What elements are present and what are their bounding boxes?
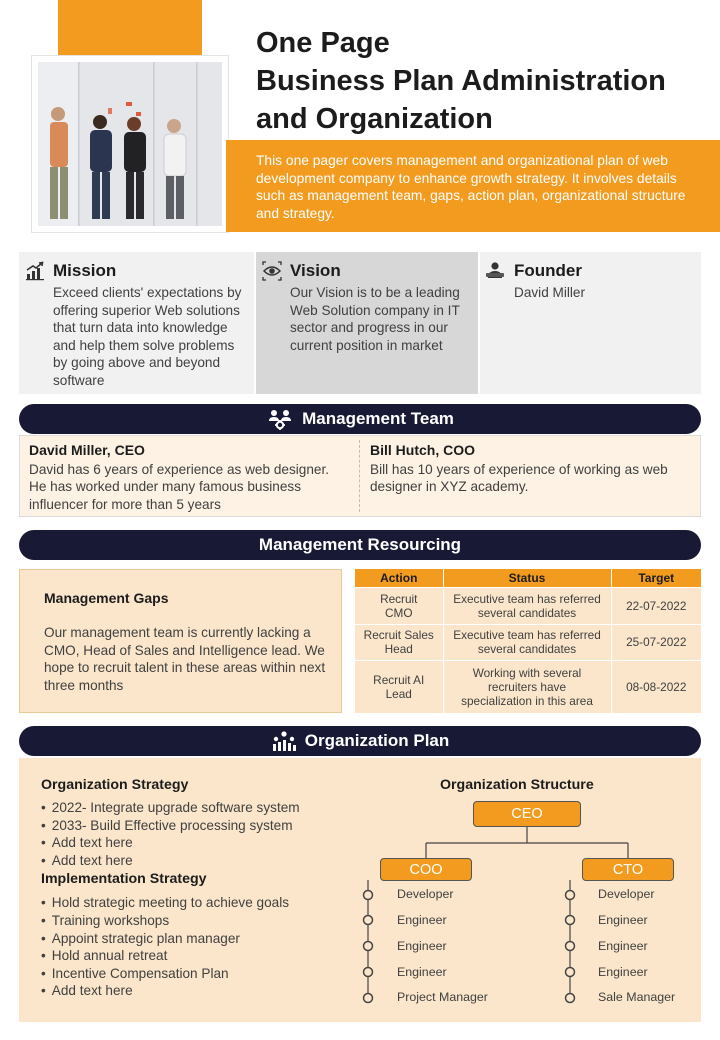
organization-plan-title: Organization Plan (304, 731, 450, 750)
status-cell: Executive team has referred several cand… (443, 586, 612, 624)
page-title: One Page Business Plan Administration an… (256, 24, 706, 138)
organization-plan-bar: Organization Plan (19, 726, 701, 756)
cto-report: Engineer (598, 939, 648, 953)
status-cell: Executive team has referred several cand… (443, 623, 612, 660)
cto-report: Sale Manager (598, 990, 676, 1004)
strategy-heading: Organization Strategy (41, 777, 189, 793)
coo-report: Project Manager (397, 990, 488, 1004)
member-bio: Bill has 10 years of experience of worki… (370, 461, 668, 495)
team-member: David Miller, CEO David has 6 years of e… (29, 442, 349, 513)
action-cell: Recruit CMO (355, 586, 444, 624)
intro-box: This one pager covers management and org… (226, 140, 720, 232)
team-people-icon (269, 410, 292, 430)
management-resourcing-title: Management Resourcing (258, 535, 462, 554)
list-item: Hold strategic meeting to achieve goals (41, 894, 361, 912)
strategy-list: 2022- Integrate upgrade software system … (41, 799, 361, 869)
list-item: Training workshops (41, 912, 361, 930)
vision-heading: Vision (290, 261, 341, 280)
team-photo (32, 56, 228, 232)
target-cell: 25-07-2022 (611, 623, 701, 660)
founder-panel: Founder David Miller (480, 252, 701, 394)
title-line-2: Business Plan Administration (256, 65, 666, 97)
coo-node: COO (380, 858, 472, 881)
team-member: Bill Hutch, COO Bill has 10 years of exp… (370, 442, 696, 496)
member-name: David Miller, CEO (29, 442, 145, 458)
list-item: Appoint strategic plan manager (41, 930, 361, 948)
list-item: Incentive Compensation Plan (41, 965, 361, 983)
cto-report: Engineer (598, 913, 648, 927)
cto-node: CTO (582, 858, 674, 881)
list-item: Hold annual retreat (41, 947, 361, 965)
management-team-bar: Management Team (19, 404, 701, 434)
header-accent-block (58, 0, 202, 58)
coo-report: Developer (397, 887, 454, 901)
vision-eye-icon (262, 261, 282, 281)
implementation-list: Hold strategic meeting to achieve goals … (41, 894, 361, 1000)
title-line-3: and Organization (256, 103, 493, 135)
list-item: Add text here (41, 982, 361, 1000)
intro-text: This one pager covers management and org… (256, 153, 686, 221)
list-item: Add text here (41, 834, 361, 852)
growth-chart-icon (25, 261, 45, 281)
action-cell: Recruit Sales Head (355, 623, 444, 660)
member-bio: David has 6 years of experience as web d… (29, 461, 329, 512)
target-cell: 22-07-2022 (611, 586, 701, 624)
founder-person-icon (485, 261, 505, 281)
mission-text: Exceed clients' expectations by offering… (53, 285, 242, 388)
structure-heading: Organization Structure (440, 777, 594, 793)
team-divider (359, 440, 360, 512)
resourcing-table: Action Status Target Recruit CMO Executi… (355, 569, 701, 713)
management-team-box: David Miller, CEO David has 6 years of e… (19, 435, 701, 517)
coo-report: Engineer (397, 939, 447, 953)
table-row: Recruit Sales Head Executive team has re… (355, 623, 701, 660)
cto-report: Engineer (598, 965, 648, 979)
gaps-text: Our management team is currently lacking… (44, 625, 326, 693)
org-plan-icon (272, 731, 296, 751)
action-cell: Recruit AI Lead (355, 659, 444, 713)
founder-name: David Miller (514, 285, 586, 300)
column-header-action: Action (355, 569, 444, 587)
status-cell: Working with several recruiters have spe… (443, 659, 612, 713)
implementation-heading: Implementation Strategy (41, 871, 207, 888)
cto-report: Developer (598, 887, 655, 901)
vision-panel: Vision Our Vision is to be a leading Web… (256, 252, 478, 394)
coo-report: Engineer (397, 913, 447, 927)
founder-heading: Founder (514, 261, 582, 280)
member-name: Bill Hutch, COO (370, 442, 475, 458)
target-cell: 08-08-2022 (611, 659, 701, 713)
list-item: 2022- Integrate upgrade software system (41, 799, 361, 817)
coo-report: Engineer (397, 965, 447, 979)
strategy-column: Organization Strategy 2022- Integrate up… (41, 777, 361, 1000)
vision-text: Our Vision is to be a leading Web Soluti… (290, 285, 460, 353)
table-row: Recruit CMO Executive team has referred … (355, 586, 701, 624)
mission-panel: Mission Exceed clients' expectations by … (19, 252, 254, 394)
list-item: Add text here (41, 852, 361, 870)
management-resourcing-bar: Management Resourcing (19, 530, 701, 560)
mission-heading: Mission (53, 261, 117, 280)
column-header-status: Status (443, 569, 612, 587)
ceo-node: CEO (473, 801, 581, 827)
table-row: Recruit AI Lead Working with several rec… (355, 659, 701, 713)
management-gaps-box: Management Gaps Our management team is c… (19, 569, 342, 713)
title-line-1: One Page (256, 27, 390, 59)
column-header-target: Target (611, 569, 701, 587)
gaps-heading: Management Gaps (44, 590, 169, 606)
list-item: 2033- Build Effective processing system (41, 817, 361, 835)
table-header-row: Action Status Target (355, 569, 701, 587)
management-team-title: Management Team (302, 409, 454, 428)
organization-plan-box: Organization Strategy 2022- Integrate up… (19, 758, 701, 1022)
